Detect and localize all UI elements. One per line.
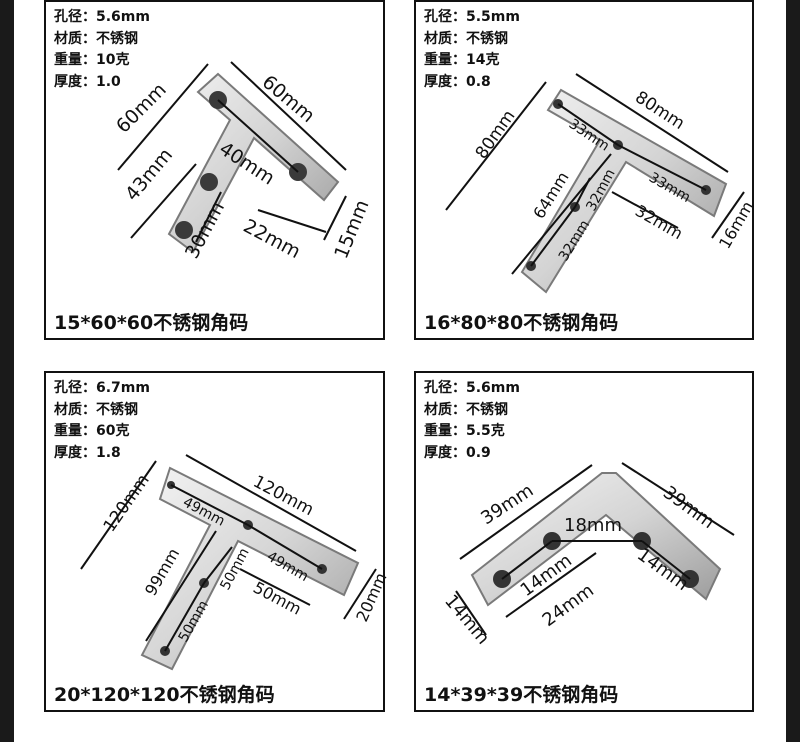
spec-list: 孔径：5.6mm 材质：不锈钢 重量：10克 厚度：1.0 — [54, 7, 150, 93]
dimension-lines — [117, 61, 347, 243]
product-card-4: 孔径：5.6mm 材质：不锈钢 重量：5.5克 厚度：0.9 — [414, 371, 754, 712]
dim-label: 18mm — [564, 515, 622, 536]
spec-thickness: 厚度：0.9 — [424, 444, 491, 461]
dim-label: 32mm — [632, 201, 686, 243]
product-caption: 14*39*39不锈钢角码 — [424, 684, 619, 706]
bracket-diagram: 60mm 60mm 40mm 43mm 30mm 22mm 15mm — [112, 61, 374, 263]
spec-hole: 孔径：6.7mm — [54, 380, 150, 396]
spec-weight: 重量：60克 — [54, 423, 130, 439]
spec-hole: 孔径：5.6mm — [424, 380, 520, 396]
spec-list: 孔径：5.5mm 材质：不锈钢 重量：14克 厚度：0.8 — [424, 7, 520, 93]
spec-list: 孔径：6.7mm 材质：不锈钢 重量：60克 厚度：1.8 — [54, 378, 150, 464]
spec-thickness: 厚度：1.0 — [54, 73, 121, 90]
spec-material: 材质：不锈钢 — [54, 30, 138, 47]
spec-material: 材质：不锈钢 — [424, 401, 508, 418]
spec-material: 材质：不锈钢 — [54, 401, 138, 418]
product-sheet: 孔径：5.6mm 材质：不锈钢 重量：10克 厚度：1.0 — [14, 0, 786, 742]
product-card-2: 孔径：5.5mm 材质：不锈钢 重量：14克 厚度：0.8 — [414, 0, 757, 340]
dim-label: 80mm — [472, 107, 520, 163]
product-card-1: 孔径：5.6mm 材质：不锈钢 重量：10克 厚度：1.0 — [44, 0, 385, 340]
dim-label: 50mm — [250, 578, 304, 619]
dimension-lines — [80, 454, 377, 652]
spec-list: 孔径：5.6mm 材质：不锈钢 重量：5.5克 厚度：0.9 — [424, 378, 520, 464]
spec-material: 材质：不锈钢 — [424, 30, 508, 47]
spec-thickness: 厚度：1.8 — [54, 444, 121, 461]
product-caption: 20*120*120不锈钢角码 — [54, 684, 275, 706]
dimension-lines — [455, 462, 735, 636]
dimension-lines — [445, 73, 745, 275]
product-card-3: 孔径：6.7mm 材质：不锈钢 重量：60克 厚度：1.8 — [44, 371, 391, 712]
dim-label: 15mm — [330, 197, 373, 262]
spec-thickness: 厚度：0.8 — [424, 73, 491, 90]
bracket-diagram: 39mm 39mm 18mm 14mm 14mm 14mm 24mm — [440, 462, 735, 649]
bracket-diagram: 120mm 120mm 49mm 49mm 99mm 50mm 50mm 50m… — [80, 454, 391, 671]
dim-label: 39mm — [477, 480, 537, 529]
spec-weight: 重量：10克 — [54, 52, 130, 68]
spec-weight: 重量：14克 — [424, 52, 500, 68]
spec-hole: 孔径：5.5mm — [424, 9, 520, 25]
t-bracket — [167, 72, 340, 254]
product-caption: 16*80*80不锈钢角码 — [424, 312, 619, 334]
spec-weight: 重量：5.5克 — [424, 423, 505, 439]
bracket-diagram: 80mm 80mm 33mm 33mm 64mm 32mm 32mm 32mm … — [445, 73, 757, 294]
dim-label: 120mm — [100, 471, 154, 536]
product-caption: 15*60*60不锈钢角码 — [54, 312, 249, 334]
spec-hole: 孔径：5.6mm — [54, 9, 150, 25]
